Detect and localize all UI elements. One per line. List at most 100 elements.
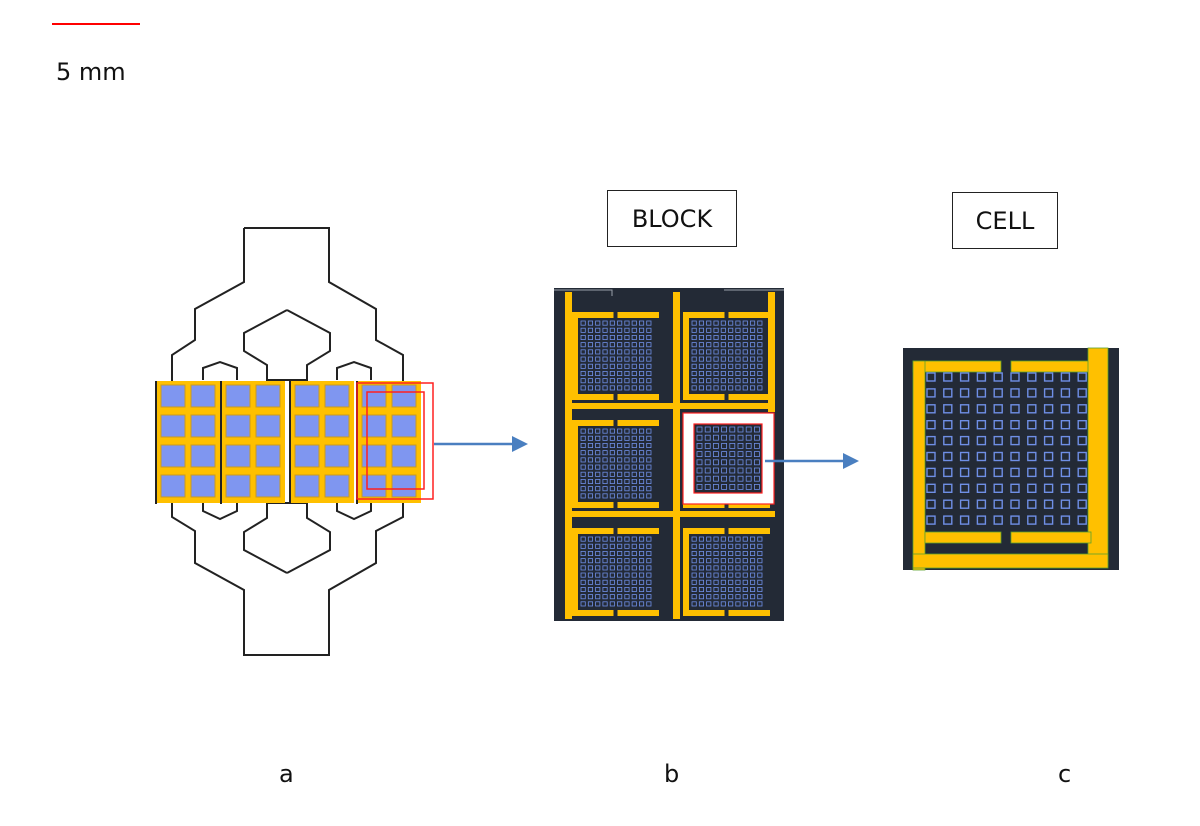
pixel-pad	[255, 444, 281, 468]
pixel	[742, 543, 748, 549]
pixel	[631, 342, 637, 348]
pixel	[704, 434, 711, 441]
pixel	[624, 442, 630, 448]
pixel	[976, 499, 987, 509]
pixel	[631, 349, 637, 355]
pixel	[735, 370, 741, 376]
pixel	[1060, 420, 1071, 430]
pixel	[704, 426, 711, 433]
pixel	[754, 475, 760, 482]
pixel	[624, 356, 630, 362]
pixel	[943, 467, 953, 478]
pixel	[713, 551, 719, 557]
pixel	[639, 572, 645, 578]
pixel	[580, 558, 586, 564]
pixel	[993, 435, 1003, 446]
pixel	[750, 543, 756, 549]
pixel	[1027, 451, 1037, 462]
pixel	[631, 493, 637, 499]
pixel	[728, 327, 734, 333]
pixel	[624, 478, 630, 484]
pixel	[1043, 499, 1054, 509]
pixel	[1077, 372, 1087, 382]
pixel	[587, 342, 593, 348]
pixel	[587, 334, 593, 340]
substrate-outline	[171, 227, 404, 656]
pixel	[750, 565, 756, 571]
pixel-pad	[225, 384, 251, 408]
pixel-pad	[225, 474, 251, 498]
pixel	[639, 486, 645, 492]
pixel	[1027, 515, 1037, 525]
highlight-outer	[356, 382, 434, 500]
pixel	[696, 459, 703, 466]
pixel	[943, 515, 953, 525]
pixel	[757, 327, 763, 333]
pixel	[631, 435, 637, 441]
pixel	[609, 572, 615, 578]
block-title-text: BLOCK	[631, 204, 713, 233]
pixel	[750, 378, 756, 384]
cell-trace-left	[683, 528, 689, 616]
pixel	[631, 428, 637, 434]
pixel	[631, 370, 637, 376]
tab-top-0	[202, 360, 238, 380]
pixel	[713, 467, 719, 474]
cell-trace-bottom-bus	[912, 553, 1109, 569]
pixel	[609, 327, 615, 333]
pixel	[706, 327, 712, 333]
pixel	[691, 579, 697, 585]
pixel	[639, 457, 645, 463]
pixel	[926, 420, 936, 430]
pixel	[639, 370, 645, 376]
pixel-pad	[160, 414, 186, 438]
pixel	[580, 587, 586, 593]
pixel	[624, 579, 630, 585]
pixel	[698, 543, 704, 549]
pixel	[698, 579, 704, 585]
pixel	[646, 471, 652, 477]
pixel	[624, 349, 630, 355]
pixel	[926, 515, 936, 525]
pixel	[646, 558, 652, 564]
pixel	[691, 363, 697, 369]
pixel	[713, 442, 719, 449]
pixel-pad	[391, 384, 417, 408]
pixel	[691, 594, 697, 600]
cell-trace-left	[572, 528, 578, 616]
pixel	[602, 601, 608, 607]
pixel	[646, 320, 652, 326]
pixel	[617, 493, 623, 499]
pixel	[1043, 515, 1054, 525]
pixel	[698, 594, 704, 600]
pixel	[750, 579, 756, 585]
pixel	[959, 388, 970, 398]
pixel-pad	[294, 474, 320, 498]
pixel	[713, 349, 719, 355]
panel-label-a: a	[279, 760, 294, 788]
pixel	[742, 565, 748, 571]
pixel	[757, 587, 763, 593]
pixel	[609, 363, 615, 369]
tab-bottom-1	[336, 503, 372, 521]
pixel-pad	[324, 474, 350, 498]
pixel	[646, 551, 652, 557]
pixel	[595, 349, 601, 355]
block-cell-0	[572, 312, 659, 400]
pixel	[1010, 515, 1020, 525]
cell-trace-gap-bottom	[724, 394, 729, 400]
pixel	[1027, 435, 1037, 446]
pixel	[617, 558, 623, 564]
pixel	[646, 572, 652, 578]
pixel	[943, 435, 953, 446]
pixel	[639, 378, 645, 384]
pixel	[602, 342, 608, 348]
pixel	[735, 579, 741, 585]
pixel	[713, 342, 719, 348]
scale-bar-label: 5 mm	[56, 58, 126, 86]
pixel	[728, 385, 734, 391]
pixel	[976, 404, 987, 414]
pixel	[624, 551, 630, 557]
pixel	[580, 478, 586, 484]
pixel	[713, 543, 719, 549]
